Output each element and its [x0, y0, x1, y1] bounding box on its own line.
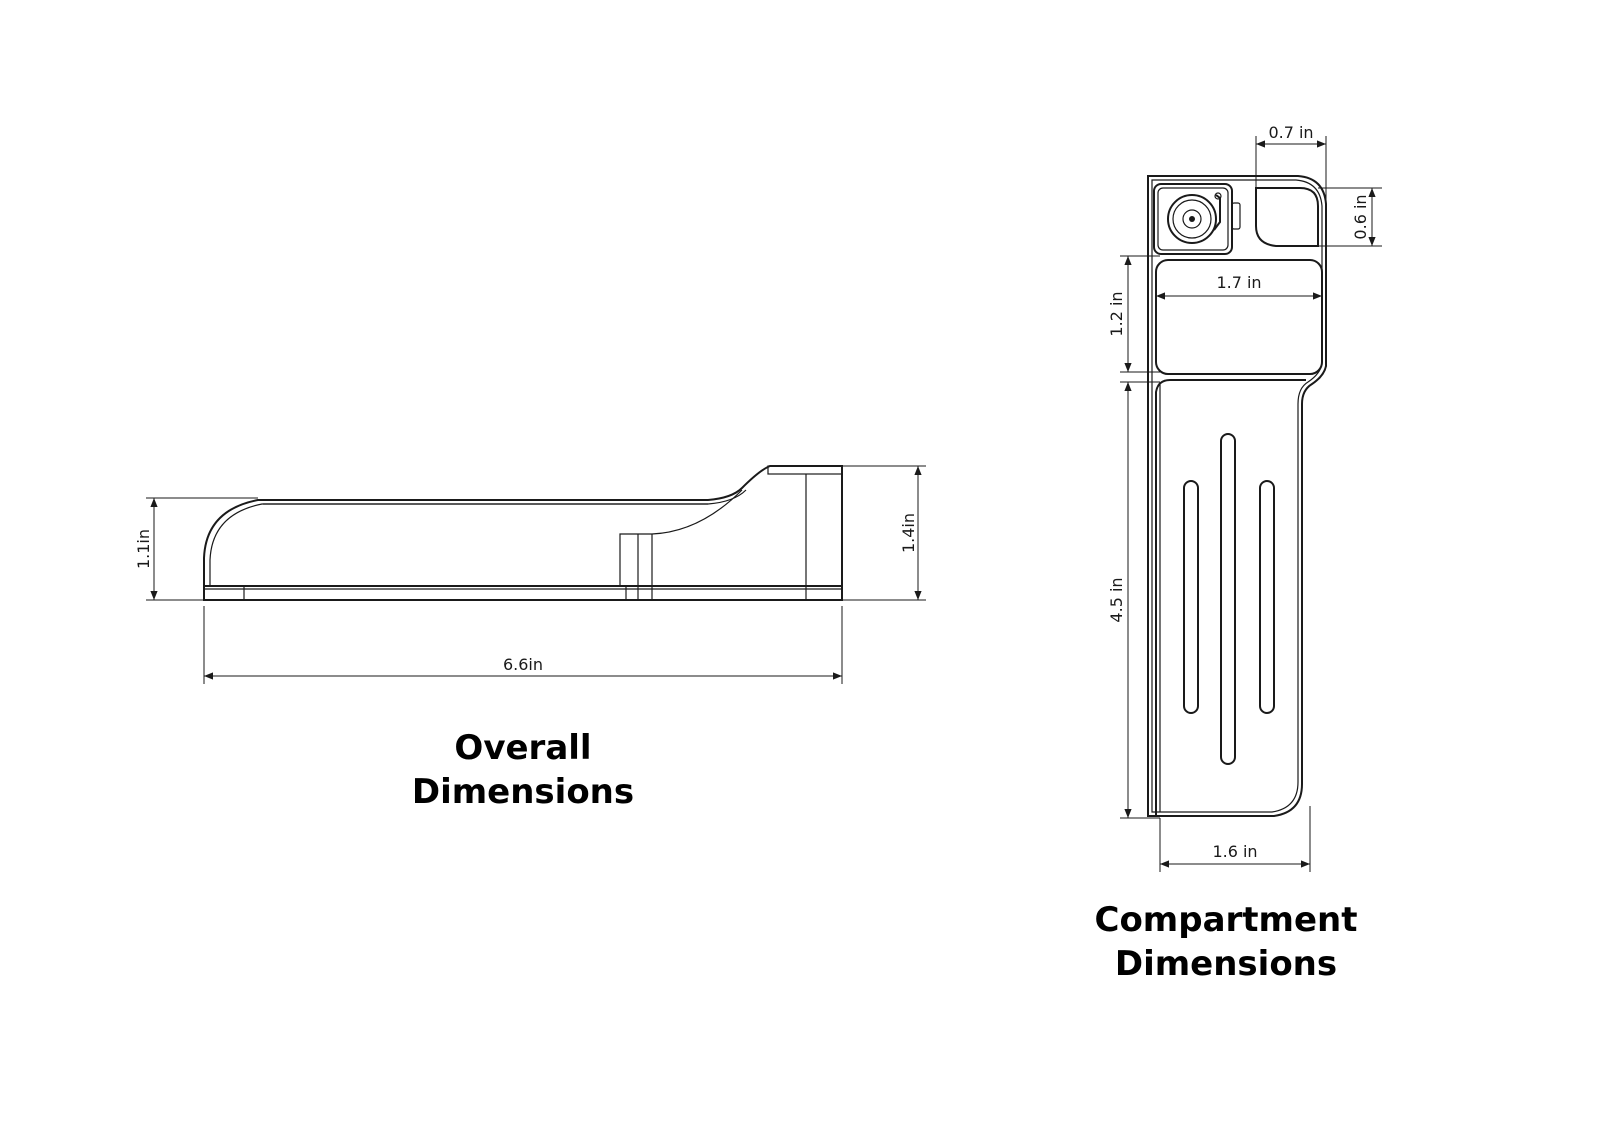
top-view-outline	[1147, 175, 1327, 817]
dim-mid-width-label: 1.7 in	[1216, 273, 1261, 292]
dim-overall-right-height-label: 1.4in	[899, 513, 918, 553]
dim-bottom-width: 1.6 in	[1159, 806, 1311, 872]
dim-mid-height: 1.2 in	[1107, 255, 1160, 373]
dim-bottom-width-label: 1.6 in	[1212, 842, 1257, 861]
overall-title-line1: Overall	[454, 728, 592, 768]
dim-top-height-label: 0.6 in	[1351, 194, 1370, 239]
overall-title: Overall Dimensions	[323, 726, 723, 814]
compartment-title: Compartment Dimensions	[1026, 898, 1426, 986]
dim-top-width: 0.7 in	[1255, 123, 1327, 200]
dim-mid-height-label: 1.2 in	[1107, 291, 1126, 336]
overall-title-line2: Dimensions	[411, 772, 635, 812]
dim-long-height-label: 4.5 in	[1107, 577, 1126, 622]
dim-overall-length: 6.6in	[203, 606, 843, 684]
side-view-base	[203, 585, 843, 601]
dim-overall-left-height: 1.1in	[134, 497, 258, 601]
side-view: 1.1in 1.4in 6.6in	[134, 465, 926, 684]
dim-top-width-label: 0.7 in	[1268, 123, 1313, 142]
dim-overall-left-height-label: 1.1in	[134, 529, 153, 569]
dim-long-height: 4.5 in	[1107, 381, 1160, 819]
dim-overall-length-label: 6.6in	[503, 655, 543, 674]
top-view: 0.7 in 0.6 in 1.7 in 1.2 in 4.5 in	[1107, 123, 1382, 872]
dim-overall-right-height: 1.4in	[842, 465, 926, 601]
slot-left	[1183, 480, 1199, 714]
dim-top-height: 0.6 in	[1318, 187, 1382, 247]
compartment-title-line1: Compartment	[1094, 900, 1358, 940]
side-view-body	[203, 465, 843, 586]
dim-mid-width: 1.7 in	[1156, 273, 1322, 300]
small-pocket	[1255, 187, 1319, 247]
logo-pocket	[1153, 183, 1241, 255]
turntable-icon	[1167, 192, 1222, 244]
long-tray	[1155, 379, 1306, 816]
slot-center	[1220, 433, 1236, 765]
middle-pocket	[1155, 259, 1323, 375]
slot-right	[1259, 480, 1275, 714]
compartment-title-line2: Dimensions	[1114, 944, 1338, 984]
